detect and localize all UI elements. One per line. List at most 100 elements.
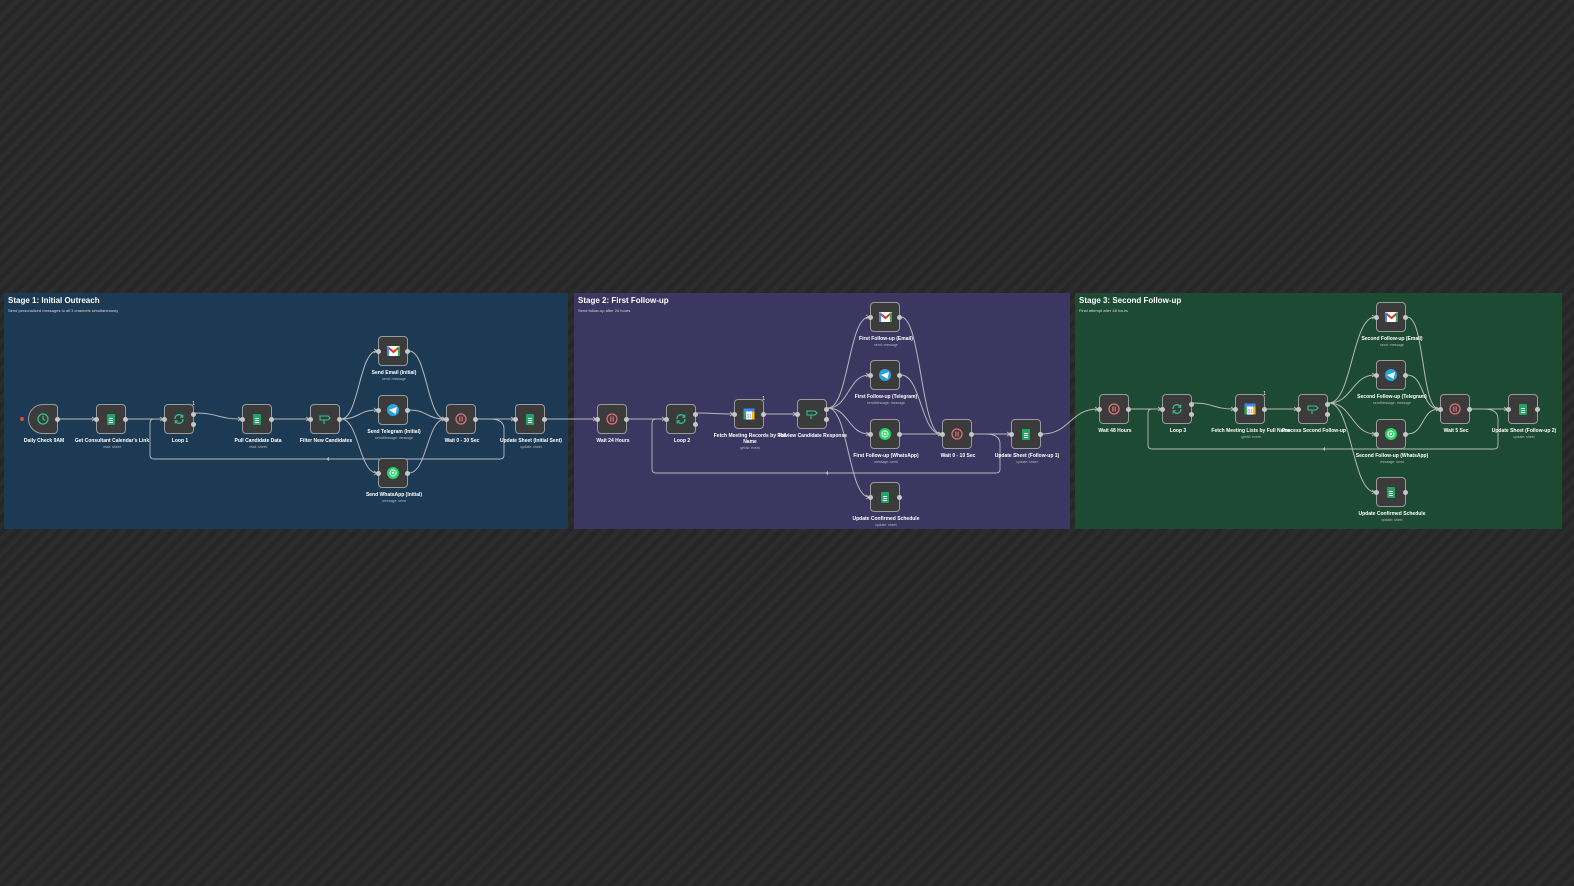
output-port[interactable]: [693, 422, 698, 427]
output-port[interactable]: [693, 412, 698, 417]
input-port[interactable]: [1296, 407, 1301, 412]
google-sheets-icon: [250, 412, 264, 426]
node-loop3[interactable]: Loop 3: [1160, 394, 1194, 434]
node-wait-24[interactable]: Wait 24 Hours: [595, 404, 630, 444]
output-port[interactable]: [1403, 490, 1408, 495]
output-port[interactable]: [269, 417, 274, 422]
input-port[interactable]: [664, 417, 669, 422]
output-port[interactable]: [824, 407, 829, 412]
add-trigger-dot[interactable]: [20, 417, 24, 421]
input-port[interactable]: [732, 412, 737, 417]
output-port[interactable]: [897, 373, 902, 378]
output-port[interactable]: [1403, 432, 1408, 437]
input-port[interactable]: [444, 417, 449, 422]
input-port[interactable]: [162, 417, 167, 422]
output-port[interactable]: [1038, 432, 1043, 437]
output-port[interactable]: [1325, 412, 1330, 417]
output-port[interactable]: [191, 422, 196, 427]
output-port[interactable]: [897, 315, 902, 320]
output-port[interactable]: [191, 412, 196, 417]
node-send-whatsapp[interactable]: Send WhatsApp (Initial)message: send: [366, 458, 422, 503]
loop-icon: [674, 412, 688, 426]
run-count-badge: 1: [1263, 391, 1266, 397]
input-port[interactable]: [1233, 407, 1238, 412]
input-port[interactable]: [308, 417, 313, 422]
node-daily-check[interactable]: Daily Check 9AM: [24, 404, 64, 444]
output-port[interactable]: [405, 471, 410, 476]
input-port[interactable]: [1097, 407, 1102, 412]
output-port[interactable]: [897, 495, 902, 500]
output-port[interactable]: [897, 432, 902, 437]
input-port[interactable]: [1160, 407, 1165, 412]
node-subtitle: update: sheet: [1016, 460, 1038, 464]
node-wait-30[interactable]: Wait 0 - 30 Sec: [444, 404, 479, 444]
output-port[interactable]: [405, 349, 410, 354]
input-port[interactable]: [376, 471, 381, 476]
node-ff-telegram[interactable]: First Follow-up (Telegram)sendMessage: m…: [855, 360, 917, 405]
output-port[interactable]: [1403, 373, 1408, 378]
input-port[interactable]: [868, 495, 873, 500]
output-port[interactable]: [824, 417, 829, 422]
input-port[interactable]: [94, 417, 99, 422]
input-port[interactable]: [1506, 407, 1511, 412]
input-port[interactable]: [868, 432, 873, 437]
node-wait-10[interactable]: Wait 0 - 10 Sec: [940, 419, 975, 459]
node-sf-telegram[interactable]: Second Follow-up (Telegram)sendMessage: …: [1357, 360, 1427, 405]
output-port[interactable]: [1189, 412, 1194, 417]
output-port[interactable]: [1403, 315, 1408, 320]
input-port[interactable]: [376, 408, 381, 413]
node-sf-whatsapp[interactable]: Second Follow-up (WhatsApp)message: send: [1356, 419, 1428, 464]
node-title: Update Sheet (Follow-up 1): [994, 453, 1060, 459]
input-port[interactable]: [1374, 432, 1379, 437]
node-review-response[interactable]: Review Candidate Response: [779, 399, 847, 439]
node-send-email[interactable]: Send Email (Initial)send: message: [372, 336, 416, 381]
node-loop2[interactable]: Loop 2: [664, 404, 698, 444]
node-filter-new[interactable]: Filter New Candidates: [300, 404, 352, 444]
input-port[interactable]: [376, 349, 381, 354]
node-wait-48[interactable]: Wait 48 Hours: [1097, 394, 1132, 434]
input-port[interactable]: [1438, 407, 1443, 412]
output-port[interactable]: [1325, 402, 1330, 407]
output-port[interactable]: [405, 408, 410, 413]
input-port[interactable]: [1374, 490, 1379, 495]
input-port[interactable]: [868, 315, 873, 320]
output-port[interactable]: [624, 417, 629, 422]
input-port[interactable]: [1374, 373, 1379, 378]
output-port[interactable]: [1189, 402, 1194, 407]
node-update-fu1[interactable]: Update Sheet (Follow-up 1)update: sheet: [995, 419, 1059, 464]
output-port[interactable]: [1535, 407, 1540, 412]
input-port[interactable]: [868, 373, 873, 378]
output-port[interactable]: [1262, 407, 1267, 412]
input-port[interactable]: [940, 432, 945, 437]
node-send-telegram[interactable]: Send Telegram (Initial)sendMessage: mess…: [367, 395, 421, 440]
node-process-second[interactable]: Process Second Follow-up: [1282, 394, 1346, 434]
input-port[interactable]: [1009, 432, 1014, 437]
input-port[interactable]: [240, 417, 245, 422]
node-ff-whatsapp[interactable]: First Follow-up (WhatsApp)message: send: [853, 419, 919, 464]
output-port[interactable]: [55, 417, 60, 422]
output-port[interactable]: [542, 417, 547, 422]
output-port[interactable]: [473, 417, 478, 422]
node-sf-email[interactable]: Second Follow-up (Email)send: message: [1361, 302, 1423, 347]
node-ff-email[interactable]: First Follow-up (Email)send: message: [859, 302, 913, 347]
output-port[interactable]: [1467, 407, 1472, 412]
output-port[interactable]: [761, 412, 766, 417]
input-port[interactable]: [513, 417, 518, 422]
input-port[interactable]: [595, 417, 600, 422]
input-port[interactable]: [1374, 315, 1379, 320]
output-port[interactable]: [969, 432, 974, 437]
node-update-fu2[interactable]: Update Sheet (Follow-up 2)update: sheet: [1492, 394, 1556, 439]
node-update-initial[interactable]: Update Sheet (Initial Sent)update: sheet: [500, 404, 562, 449]
node-wait-5[interactable]: Wait 5 Sec: [1438, 394, 1472, 434]
output-port[interactable]: [123, 417, 128, 422]
input-port[interactable]: [795, 412, 800, 417]
output-port[interactable]: [337, 417, 342, 422]
output-port[interactable]: [1126, 407, 1131, 412]
